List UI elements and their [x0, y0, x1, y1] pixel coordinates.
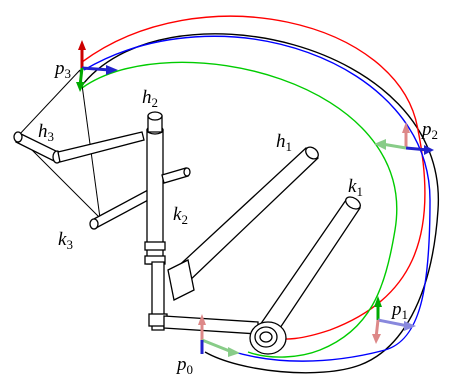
- label-p2: p2: [420, 119, 438, 142]
- label-h3: h3: [38, 121, 54, 144]
- label-k1: k1: [348, 176, 363, 199]
- label-p1: p1: [390, 299, 408, 322]
- label-h1: h1: [276, 131, 292, 154]
- label-h2: h2: [142, 87, 158, 110]
- labels: h1 h2 h3 k1 k2 k3 p0 p1 p2 p3: [38, 58, 438, 377]
- label-p0: p0: [175, 354, 193, 377]
- frame-p0: [198, 314, 240, 357]
- curve-black: [79, 33, 439, 374]
- label-k2: k2: [173, 204, 188, 227]
- trajectory-curves: [79, 15, 439, 374]
- limb-2: [144, 111, 191, 331]
- curve-blue: [83, 35, 431, 362]
- limb-3: [13, 131, 153, 230]
- limb-1: [163, 146, 361, 355]
- label-k3: k3: [58, 229, 73, 252]
- frame-p3: [76, 40, 118, 92]
- frame-p2: [374, 122, 434, 155]
- curve-green: [81, 61, 398, 358]
- curve-red: [81, 15, 426, 340]
- frame-p1: [372, 296, 416, 344]
- label-p3: p3: [53, 58, 71, 81]
